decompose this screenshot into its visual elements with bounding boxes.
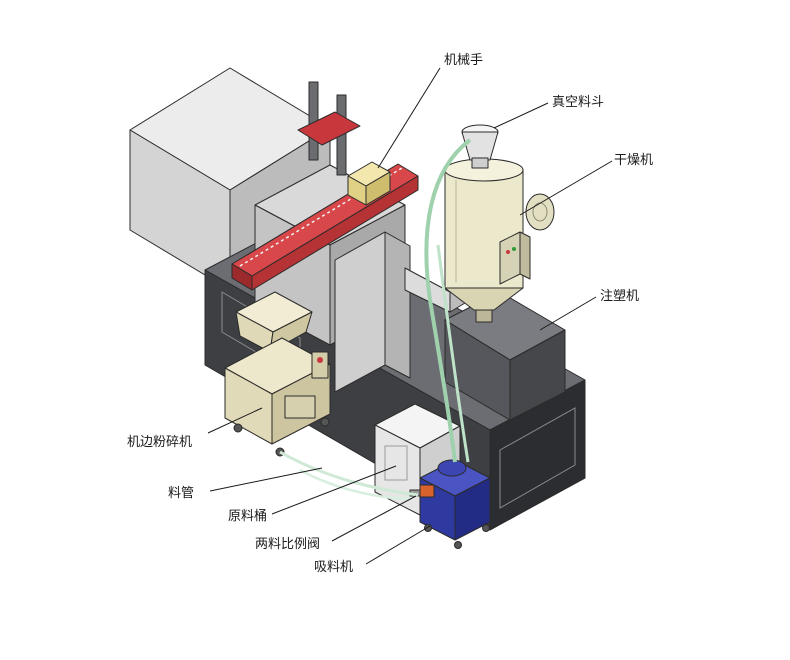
indicator-light: [506, 250, 510, 254]
robot-beam-side: [251, 175, 419, 291]
moving-plate: [334, 231, 386, 393]
dryer: [444, 158, 555, 323]
base-panel: [499, 407, 576, 509]
label-robot-arm: 机械手: [444, 53, 483, 68]
label-injection-machine: 注塑机: [600, 289, 639, 304]
suction-motor: [437, 459, 467, 477]
crusher-wheel: [320, 417, 330, 427]
indicator-light: [512, 247, 516, 251]
proportional-valve: [419, 484, 435, 498]
suction-wheel: [482, 524, 490, 532]
moving-plate-face: [384, 231, 411, 379]
injection-cover-side: [509, 329, 566, 421]
crusher-wheel: [233, 423, 243, 433]
label-suction-machine: 吸料机: [314, 560, 353, 575]
label-raw-material-bin: 原料桶: [228, 509, 267, 524]
labels: 机械手 真空料斗 干燥机 注塑机 机边粉碎机 料管 原料桶 两料比例阀 吸料机: [127, 53, 653, 575]
leader-injection-machine: [539, 296, 597, 331]
bin-window: [384, 445, 408, 481]
leader-proportional-valve: [331, 495, 417, 542]
vacuum-hopper: [461, 124, 499, 169]
crusher: [224, 291, 331, 457]
dryer-bottom-cone: [444, 287, 524, 311]
dryer-control-box-face: [519, 231, 531, 280]
label-material-pipe: 料管: [168, 486, 194, 501]
robot-carriage: [297, 111, 361, 146]
label-proportional-valve: 两料比例阀: [255, 537, 320, 552]
crusher-motor: [284, 395, 316, 419]
suction-wheel: [424, 524, 432, 532]
dryer-blower: [525, 193, 555, 231]
leader-material-pipe: [209, 467, 323, 492]
material-pipe: [299, 468, 413, 500]
robot-arm: [231, 81, 419, 291]
robot-gripper-side: [365, 171, 391, 206]
dryer-leg: [475, 309, 493, 323]
material-pipe: [424, 138, 472, 463]
label-crusher: 机边粉碎机: [127, 435, 192, 450]
material-pipe: [436, 244, 470, 463]
label-dryer: 干燥机: [614, 153, 653, 168]
leader-dryer: [519, 160, 613, 216]
crusher-stop-button: [317, 357, 323, 363]
suction-body-side: [454, 477, 491, 541]
injection-machine: [129, 67, 586, 531]
hopper-cone: [461, 131, 499, 161]
suction-wheel: [454, 541, 462, 549]
leader-crusher: [207, 407, 263, 434]
label-vacuum-hopper: 真空料斗: [552, 95, 604, 110]
suction-machine: [409, 459, 491, 549]
leader-suction-machine: [365, 525, 431, 565]
leader-lines: [207, 67, 613, 565]
leader-vacuum-hopper: [493, 102, 549, 129]
crusher-panel: [311, 351, 329, 379]
hopper-neck: [471, 157, 489, 169]
leader-robot-arm: [377, 67, 441, 169]
leader-raw-material-bin: [271, 465, 397, 515]
